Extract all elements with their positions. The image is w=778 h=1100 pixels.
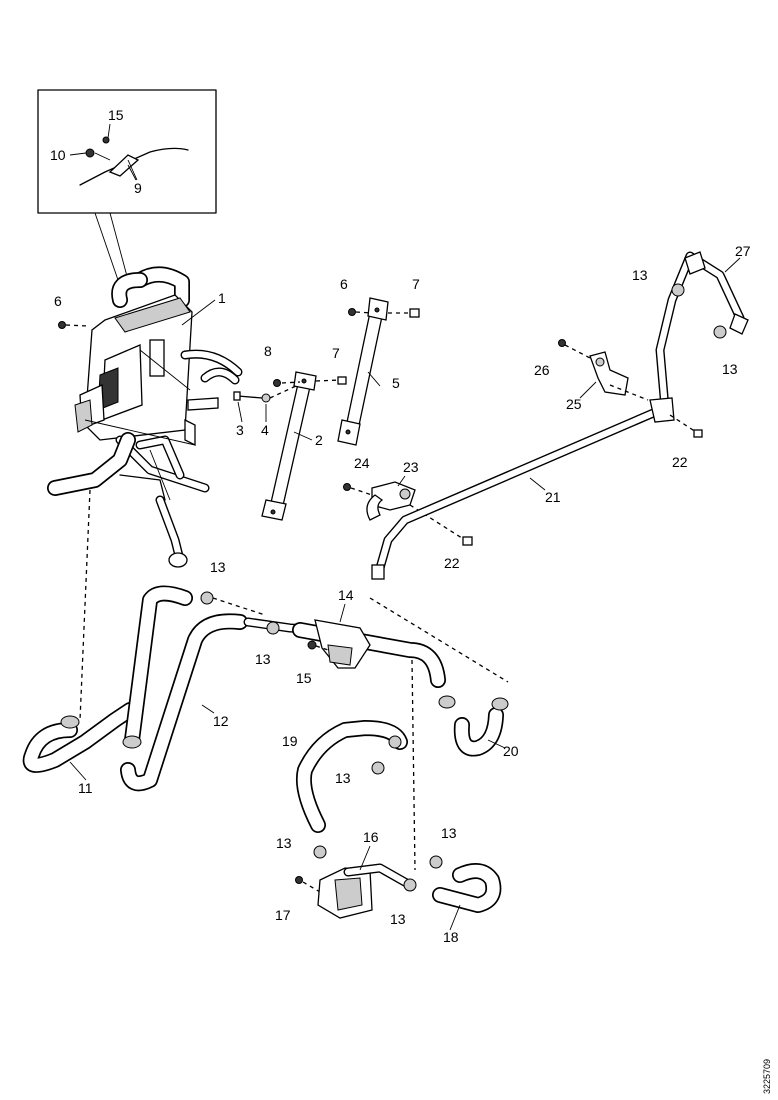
label-26: 26 xyxy=(534,362,550,378)
label-8: 8 xyxy=(264,343,272,359)
label-12: 12 xyxy=(213,713,229,729)
clamp-23-24 xyxy=(343,481,473,546)
label-24: 24 xyxy=(354,455,370,471)
label-3: 3 xyxy=(236,422,244,438)
detail-inset xyxy=(37,89,217,281)
label-9: 9 xyxy=(134,180,142,196)
label-7-mid: 7 xyxy=(332,345,340,361)
bracket-5 xyxy=(337,297,389,446)
label-leaders xyxy=(69,123,741,931)
label-13-a: 13 xyxy=(210,559,226,575)
label-22-lower: 22 xyxy=(444,555,460,571)
label-16: 16 xyxy=(363,829,379,845)
label-25: 25 xyxy=(566,396,582,412)
label-13-right: 13 xyxy=(722,361,738,377)
label-13-e: 13 xyxy=(441,825,457,841)
clips-top-right xyxy=(671,283,727,339)
label-6-left: 6 xyxy=(54,293,62,309)
valve-14 xyxy=(243,617,456,709)
valve-16 xyxy=(295,855,443,919)
label-6-top: 6 xyxy=(340,276,348,292)
label-13-f: 13 xyxy=(390,911,406,927)
fasteners-3-4-8-7 xyxy=(233,376,347,403)
label-7-top: 7 xyxy=(412,276,420,292)
leader-lines xyxy=(79,489,509,871)
washer-15-inset xyxy=(102,136,110,144)
label-15: 15 xyxy=(296,670,312,686)
label-17: 17 xyxy=(275,907,291,923)
drawing-code: 3225709 xyxy=(762,1059,772,1094)
hose-18 xyxy=(432,863,502,913)
hose-20 xyxy=(453,697,509,757)
bracket-25-26 xyxy=(558,339,649,401)
heater-unit xyxy=(47,266,243,568)
label-13-d: 13 xyxy=(276,835,292,851)
bolt-6-left xyxy=(58,321,89,329)
label-20: 20 xyxy=(503,743,519,759)
bracket-2 xyxy=(261,371,317,521)
fasteners-6-7-top xyxy=(348,308,420,318)
label-2: 2 xyxy=(315,432,323,448)
label-19: 19 xyxy=(282,733,298,749)
label-4: 4 xyxy=(261,422,269,438)
callout-labels: 15 10 9 1 6 6 7 8 7 5 3 4 2 24 23 21 22 … xyxy=(50,107,751,945)
label-23: 23 xyxy=(403,459,419,475)
label-13-c: 13 xyxy=(335,770,351,786)
label-5: 5 xyxy=(392,375,400,391)
label-14: 14 xyxy=(338,587,354,603)
hose-19 xyxy=(295,720,408,859)
hose-12 xyxy=(120,585,266,792)
label-1: 1 xyxy=(218,290,226,306)
label-13-top: 13 xyxy=(632,267,648,283)
label-22-right: 22 xyxy=(672,454,688,470)
label-11: 11 xyxy=(78,780,93,796)
label-13-b: 13 xyxy=(255,651,271,667)
label-27: 27 xyxy=(735,243,751,259)
nut-10-inset xyxy=(85,148,95,158)
label-18: 18 xyxy=(443,929,459,945)
label-21: 21 xyxy=(545,489,561,505)
label-10: 10 xyxy=(50,147,66,163)
pipe-21 xyxy=(371,251,749,580)
hose-11 xyxy=(22,702,138,773)
label-15-inset: 15 xyxy=(108,107,124,123)
